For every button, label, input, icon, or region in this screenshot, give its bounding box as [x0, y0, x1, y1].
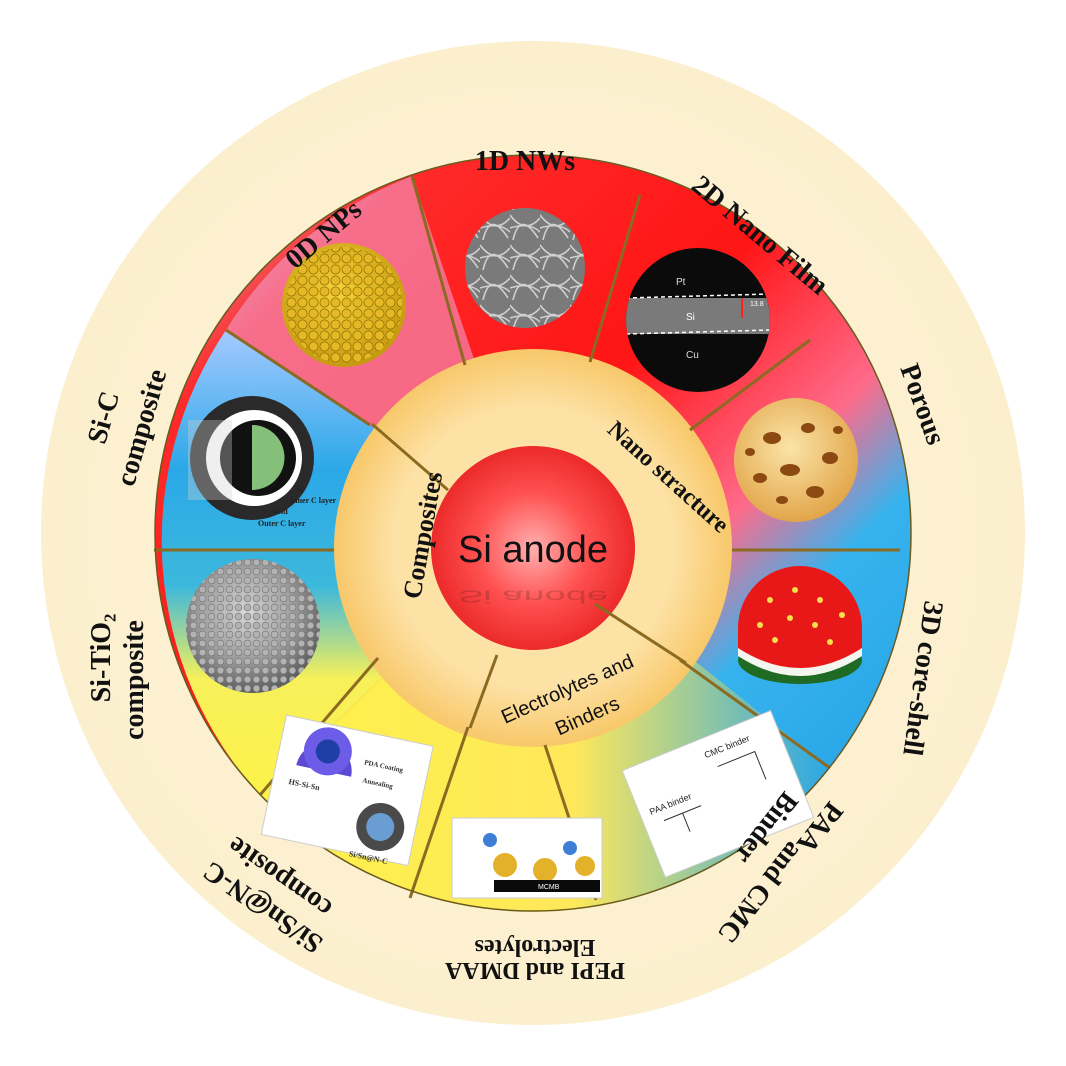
np0d-image: [282, 243, 406, 367]
pepi-label-1: PEPI and DMAA: [444, 957, 625, 983]
pepi-image: MCMB: [451, 817, 603, 899]
si-label: Si: [686, 312, 695, 323]
sic-image: Si Inner C layer Void Outer C layer: [188, 396, 337, 528]
center-label: Si anode: [458, 529, 608, 571]
binder-image: PAA binder CMC binder: [621, 710, 815, 878]
cu-label: Cu: [686, 350, 699, 361]
porous-image: [734, 398, 858, 522]
film2d-image: Pt Si Cu 13.8: [626, 248, 770, 392]
pt-label: Pt: [676, 277, 686, 288]
sic-si-label: Si: [296, 485, 303, 494]
sisn-image: HS-Si-Sn PDA Coating Annealing Si/Sn@N-C: [260, 714, 434, 866]
center-label-reflection: Si anode: [458, 586, 608, 605]
mcmb-label: MCMB: [538, 884, 560, 891]
sic-outer-label: Outer C layer: [258, 519, 306, 528]
coreshell-image: [738, 566, 862, 684]
nw1d-label: 1D NWs: [475, 146, 575, 177]
nw1d-image: [465, 208, 585, 328]
sitio2-label-2: composite: [119, 620, 150, 740]
sitio2-label-1: Si-TiO₂: [86, 614, 117, 703]
pepi-label-2: Electrolytes: [475, 934, 596, 960]
sic-void-label: Void: [272, 507, 288, 516]
scale-label: 13.8: [750, 301, 764, 308]
sic-inner-label: Inner C layer: [290, 496, 337, 505]
sitio2-image: [186, 559, 320, 693]
center-circle: [431, 446, 635, 650]
